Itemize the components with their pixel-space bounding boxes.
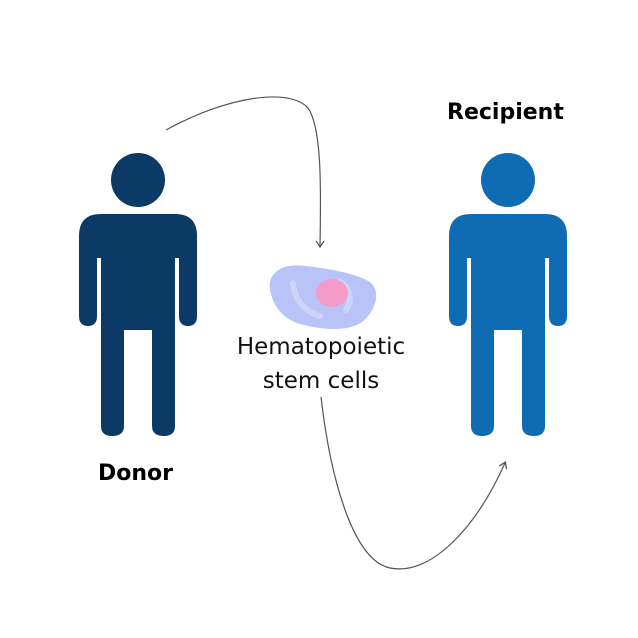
donor-to-cells-arrow [165,96,325,249]
cells-to-recipient-arrow [320,396,508,570]
donor-label: Donor [98,461,174,486]
recipient-label: Recipient [447,100,564,125]
stem-cells-label: Hematopoietic stem cells [221,330,421,398]
donor-figure-icon [79,153,197,436]
stem-cells-label-line2: stem cells [262,368,380,394]
recipient-figure-icon [449,153,567,436]
stem-cells-label-line1: Hematopoietic [236,334,406,360]
stem-cell-icon [269,265,377,329]
